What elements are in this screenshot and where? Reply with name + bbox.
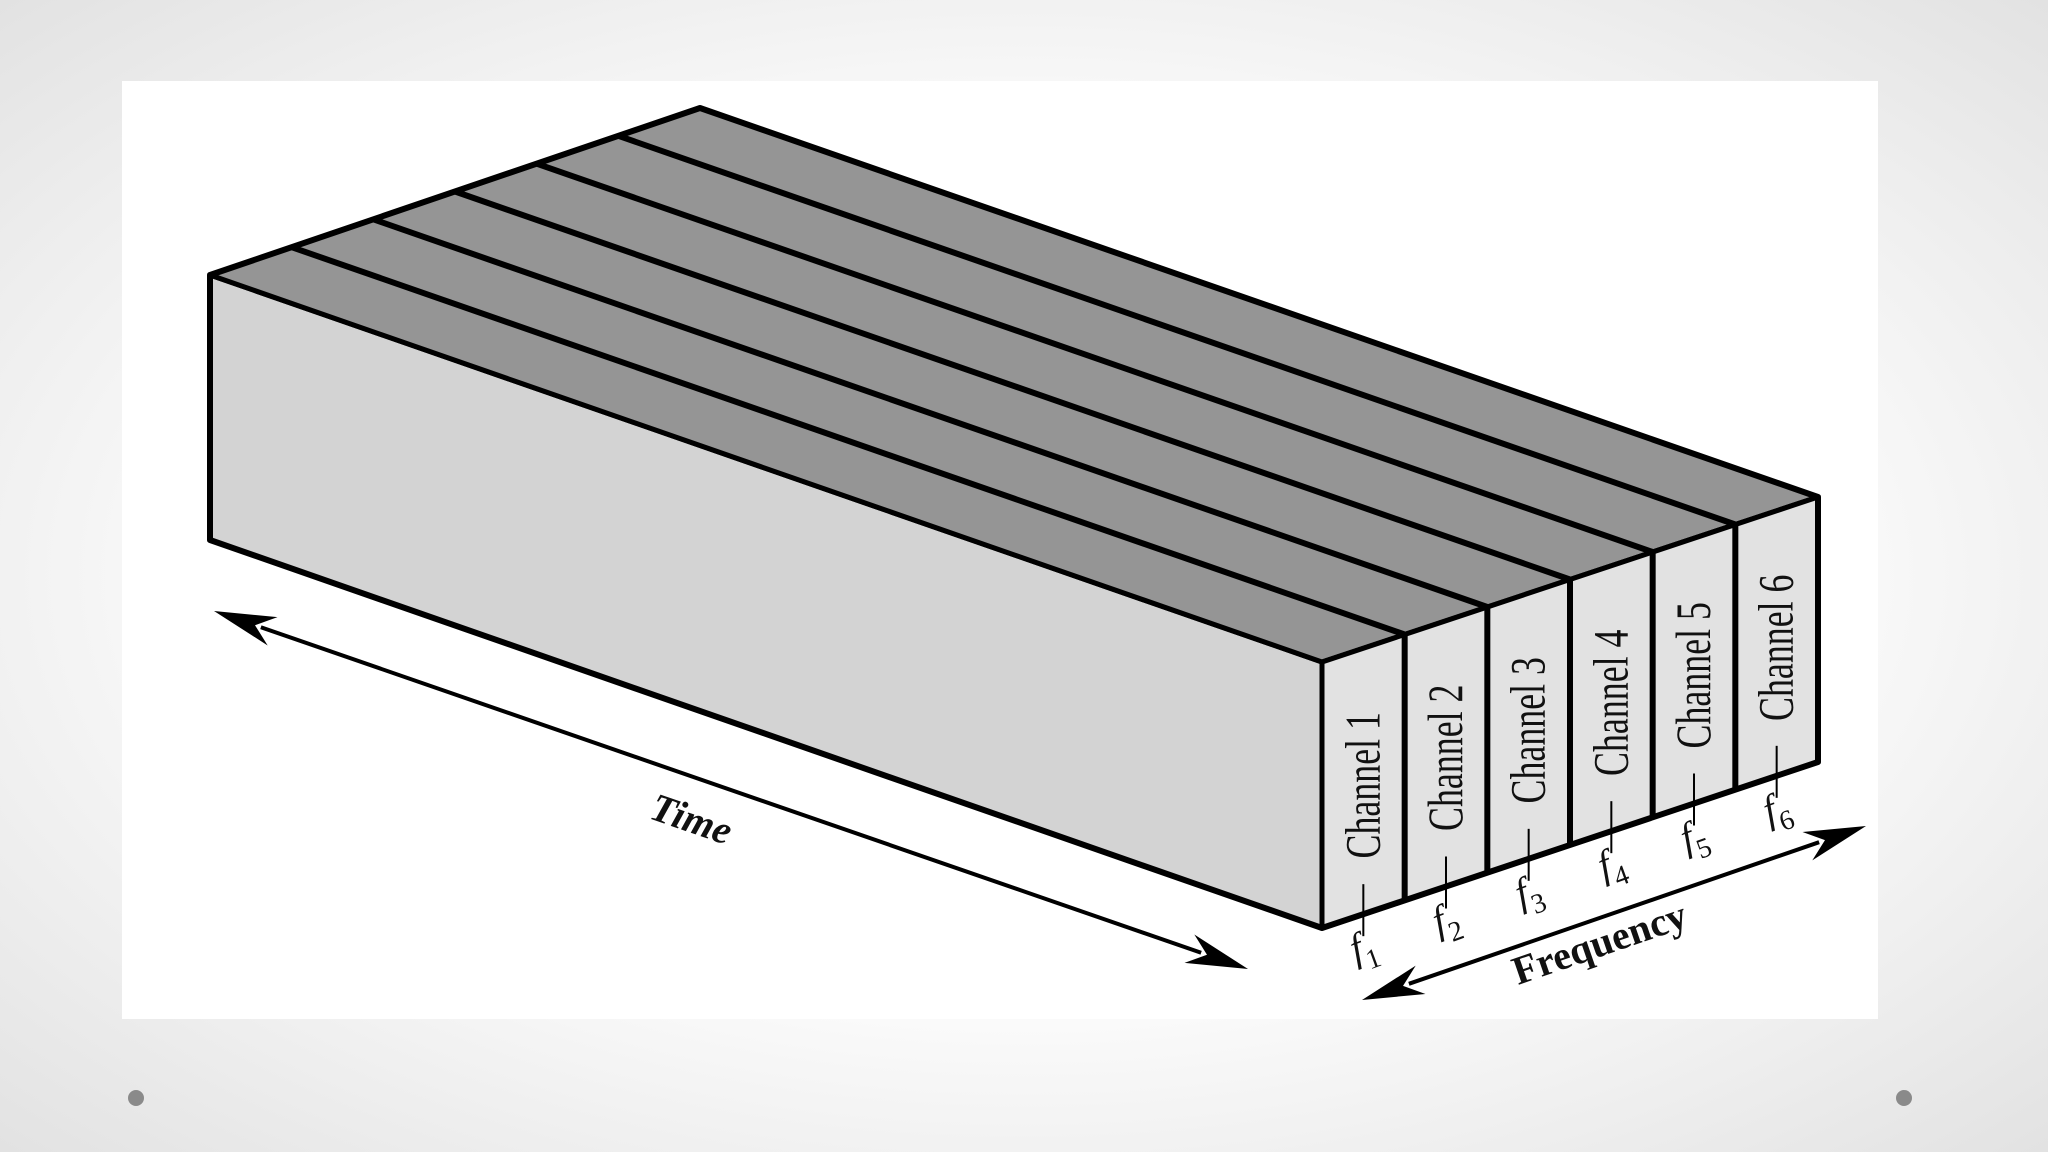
channel-labels: Channel 1 Channel 2 Channel 3 Channel 4 Chan… bbox=[1336, 575, 1804, 859]
slide-bullet-dot-left bbox=[128, 1090, 144, 1106]
time-label: Time bbox=[645, 784, 738, 854]
channel-label: Channel 3 bbox=[1501, 657, 1556, 803]
channel-label: Channel 1 bbox=[1336, 712, 1391, 858]
frequency-arrowhead-right bbox=[1802, 826, 1866, 861]
top-divider-line bbox=[617, 132, 1737, 528]
channel-label: Channel 4 bbox=[1584, 630, 1639, 776]
frequency-arrow-line bbox=[1408, 840, 1820, 986]
top-channel-dividers bbox=[290, 132, 1737, 638]
top-divider-line bbox=[290, 244, 1406, 638]
box-3d bbox=[207, 105, 1821, 931]
top-divider-line bbox=[372, 216, 1489, 610]
channel-label: Channel 2 bbox=[1418, 685, 1473, 831]
time-arrowhead-right bbox=[1184, 934, 1248, 969]
time-arrow-line bbox=[260, 625, 1202, 955]
frequency-arrowhead-left bbox=[1362, 965, 1426, 1000]
box-outline bbox=[207, 105, 1821, 931]
time-arrowhead-left bbox=[214, 611, 278, 646]
slide-bullet-dot-right bbox=[1896, 1090, 1912, 1106]
top-divider-line bbox=[454, 188, 1571, 583]
channel-label: Channel 6 bbox=[1749, 575, 1804, 721]
top-divider-line bbox=[535, 160, 1654, 555]
channel-label: Channel 5 bbox=[1666, 602, 1721, 748]
front-channel-dividers bbox=[1401, 524, 1739, 901]
